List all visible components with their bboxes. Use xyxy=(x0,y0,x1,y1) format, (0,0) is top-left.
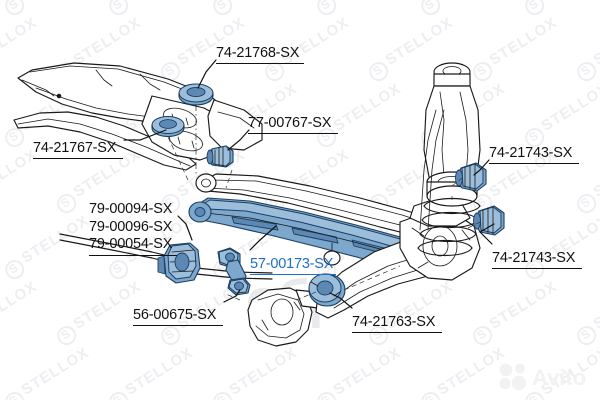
part-number-text-1: 79-00096-SX xyxy=(89,218,173,235)
part-number-text: 57-00173-SX xyxy=(250,256,334,272)
label-underline xyxy=(248,133,338,134)
part-label-knuckle-bushing-lower: 74-21743-SX xyxy=(492,250,582,269)
assembly-alignment-lines xyxy=(167,104,481,301)
part-74-21743-upper-bushing xyxy=(455,162,487,192)
part-number-text: 74-21768-SX xyxy=(216,45,300,61)
label-underline xyxy=(133,325,223,326)
part-74-21743-lower-bushing xyxy=(473,205,505,236)
part-56-00675-stabilizer-link xyxy=(217,247,251,296)
part-label-lateral-control-arm: 57-00173-SX xyxy=(250,256,336,275)
label-underline xyxy=(250,274,336,275)
part-label-subframe-bushing-lower: 74-21767-SX xyxy=(33,140,123,159)
label-underline xyxy=(216,63,304,64)
part-number-text: 74-21763-SX xyxy=(352,314,436,330)
svg-text:Avito: Avito xyxy=(532,365,586,390)
avito-watermark: Avito xyxy=(499,363,586,391)
part-74-21763-bushing xyxy=(308,273,346,307)
label-underline xyxy=(352,332,442,333)
part-number-text: 56-00675-SX xyxy=(133,307,217,323)
part-number-text: 74-21767-SX xyxy=(33,140,117,156)
part-label-small-bushing-upper-arm: 77-00767-SX xyxy=(248,115,338,134)
part-number-text: 74-21743-SX xyxy=(492,250,576,266)
label-underline xyxy=(489,163,579,164)
part-74-21767-bushing xyxy=(151,116,185,138)
part-number-text: 77-00767-SX xyxy=(248,115,332,131)
label-underline xyxy=(492,268,582,269)
part-number-text-2: 79-00054-SX xyxy=(89,236,173,252)
label-underline xyxy=(33,158,123,159)
leader-lines xyxy=(123,59,495,309)
part-number-text: 74-21743-SX xyxy=(489,145,573,161)
label-underline xyxy=(89,254,177,256)
part-label-trailing-arm-bushing: 74-21763-SX xyxy=(352,314,442,333)
part-label-knuckle-bushing-upper: 74-21743-SX xyxy=(489,145,579,164)
part-label-subframe-bushing-upper: 74-21768-SX xyxy=(216,45,304,64)
part-77-00767-bushing xyxy=(206,145,234,168)
part-number-text-0: 79-00094-SX xyxy=(89,201,173,217)
part-label-stabilizer-link: 56-00675-SX xyxy=(133,307,223,326)
part-79-000xx-stabilizer-bushing xyxy=(157,242,201,284)
part-74-21768-bushing xyxy=(178,83,214,106)
differential-mount-bracket xyxy=(247,287,323,347)
